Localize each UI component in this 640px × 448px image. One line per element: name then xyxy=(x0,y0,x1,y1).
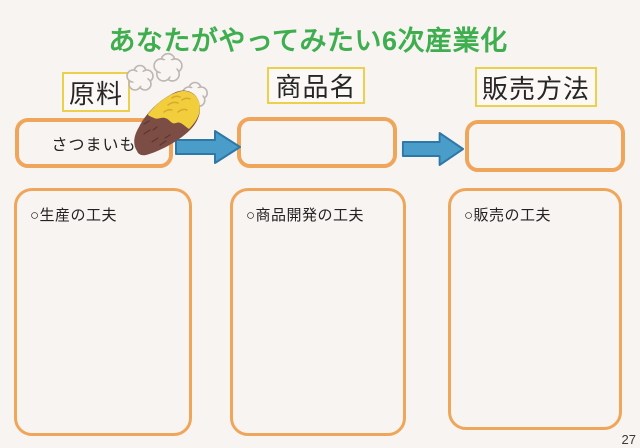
raw-material-value: さつまいも xyxy=(51,137,137,154)
production-notes-box: ○生産の工夫 xyxy=(14,188,192,436)
product-development-notes-heading: ○商品開発の工夫 xyxy=(246,207,365,224)
sales-notes-box: ○販売の工夫 xyxy=(448,188,622,430)
page-title: あなたがやってみたい6次産業化 xyxy=(108,26,508,56)
production-notes-heading: ○生産の工夫 xyxy=(30,207,118,224)
arrow-right-icon xyxy=(175,130,241,164)
header-sales-method: 販売方法 xyxy=(475,67,597,107)
baked-sweet-potato-illustration xyxy=(126,52,208,156)
header-raw-material: 原料 xyxy=(62,72,130,112)
product-development-notes-box: ○商品開発の工夫 xyxy=(230,188,406,436)
steam-puff-icon xyxy=(153,52,183,82)
page-number: 27 xyxy=(621,432,636,447)
sweet-potato-icon xyxy=(134,90,200,156)
sales-method-box xyxy=(465,120,625,172)
product-name-box xyxy=(237,117,397,168)
header-product-name: 商品名 xyxy=(267,67,365,104)
steam-puff-icon xyxy=(126,64,154,91)
sales-notes-heading: ○販売の工夫 xyxy=(464,207,552,224)
arrow-right-icon xyxy=(401,132,465,166)
